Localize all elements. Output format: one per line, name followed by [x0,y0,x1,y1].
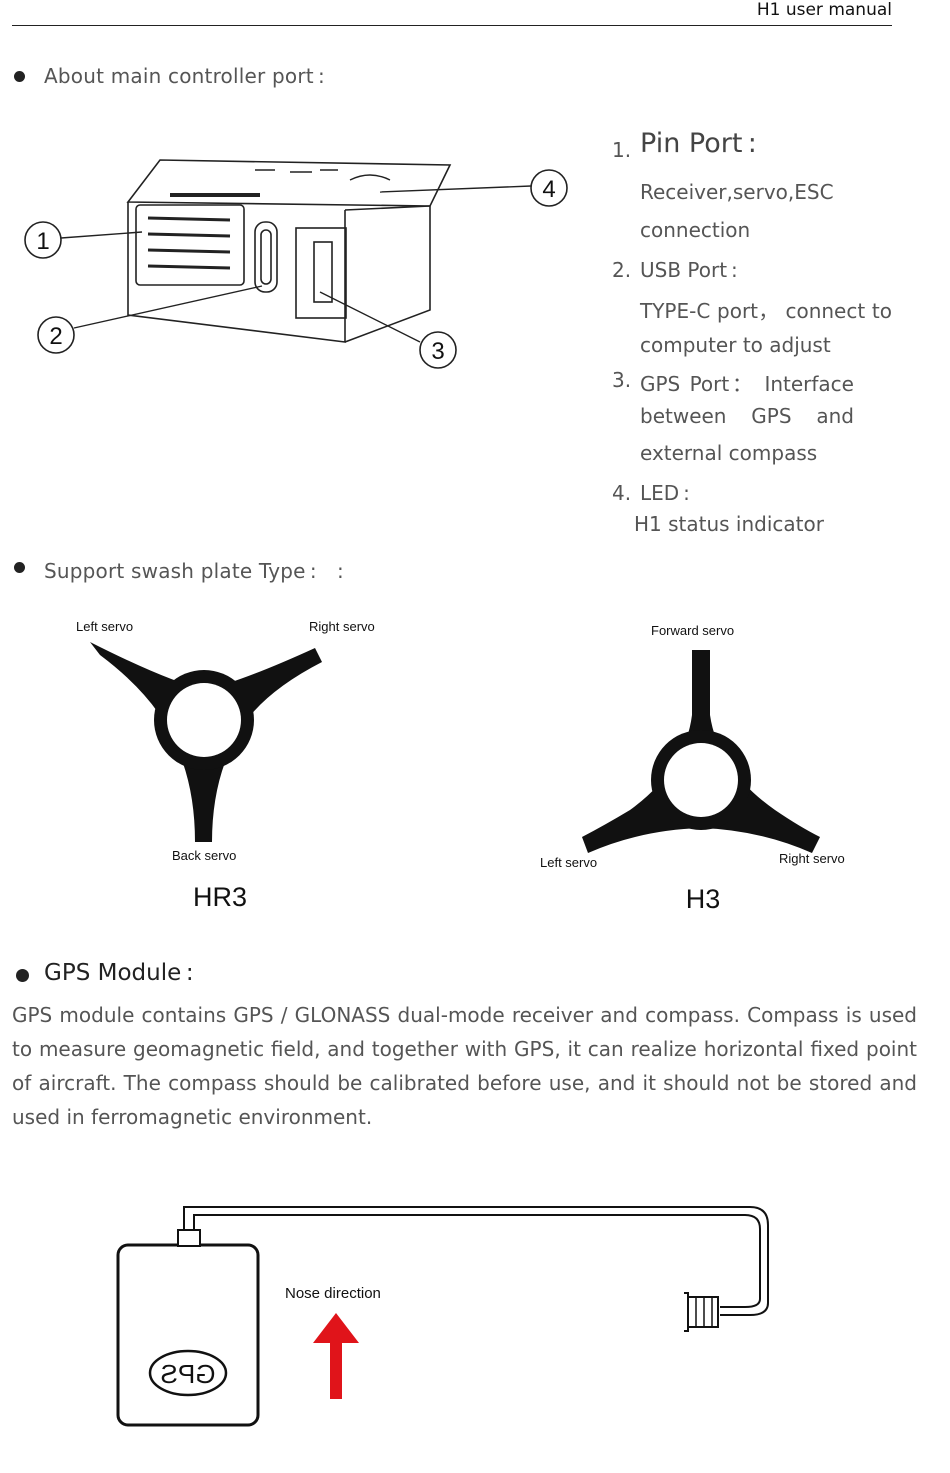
port-2-desc-2: computer to adjust [640,333,831,357]
port-1-title: Pin Port : [640,128,757,159]
header-divider [12,25,892,26]
gps-diagram: GPS Nose direction [116,1206,769,1427]
port-3-number: 3. [612,368,632,392]
bullet-icon [14,71,25,82]
callout-1: 1 [36,228,49,255]
controller-diagram: 1 2 3 4 [24,159,568,369]
h3-diagram: Forward servo Left servo Right servo H3 [540,623,845,914]
gps-title: GPS Module : [44,960,194,986]
hr3-left-servo-label: Left servo [76,619,133,634]
gps-paragraph: GPS module contains GPS / GLONASS dual-m… [12,1003,917,1129]
h3-left-servo-label: Left servo [540,855,597,870]
port-1-desc-1: Receiver,servo,ESC [640,180,834,204]
port-3-desc-2: external compass [640,441,818,465]
hr3-right-servo-label: Right servo [309,619,375,634]
controller-heading: About main controller port : [44,64,325,88]
bullet-icon [16,969,29,982]
callout-4: 4 [542,176,555,203]
nose-direction-label: Nose direction [285,1285,381,1302]
hr3-caption: HR3 [193,882,247,912]
port-4-title: LED : [640,481,690,505]
hr3-diagram: Left servo Right servo Back servo HR3 [76,619,375,912]
port-2-desc-1: TYPE-C port， connect to [640,299,892,323]
hr3-back-servo-label: Back servo [172,848,236,863]
port-2-number: 2. [612,258,632,282]
port-4-number: 4. [612,481,632,505]
h3-forward-servo-label: Forward servo [651,623,734,638]
gps-module-label: GPS [161,1359,216,1389]
port-4-desc-1: H1 status indicator [634,512,824,536]
callout-3: 3 [431,338,444,365]
bullet-icon [14,562,25,573]
port-1-desc-2: connection [640,218,751,242]
h3-right-servo-label: Right servo [779,851,845,866]
port-3-desc-1: between GPS and [640,404,854,428]
port-1-number: 1. [612,138,632,162]
header-title: H1 user manual [756,0,892,20]
port-3-title: GPS Port： Interface [640,372,854,396]
callout-2: 2 [49,323,62,350]
nose-direction-arrow-icon [313,1313,359,1399]
swash-heading: Support swash plate Type : : [44,559,344,583]
port-2-title: USB Port : [640,258,738,282]
h3-caption: H3 [686,884,721,914]
